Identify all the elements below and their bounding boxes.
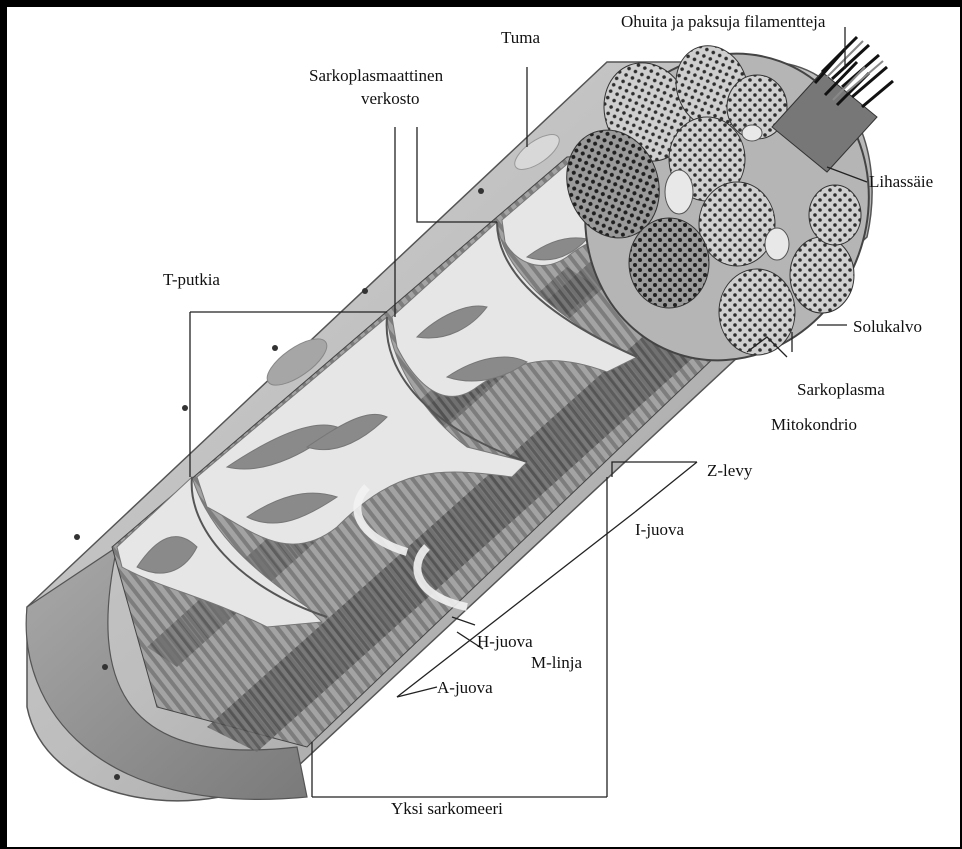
label-filaments: Ohuita ja paksuja filamentteja (621, 12, 826, 31)
label-sarcoplasm: Sarkoplasma (797, 380, 885, 399)
label-nucleus: Tuma (501, 28, 541, 47)
myofibril-section (809, 185, 861, 245)
mitochondrion-section (665, 170, 693, 214)
myofibril-section (719, 269, 795, 355)
label-i-band: I-juova (635, 520, 685, 539)
label-t-tubules: T-putkia (163, 270, 220, 289)
myofibril-section (629, 218, 709, 308)
label-sr-line2: verkosto (361, 89, 420, 108)
label-h-band: H-juova (477, 632, 533, 651)
label-sarcolemma: Solukalvo (853, 317, 922, 336)
mitochondrion-section (742, 125, 762, 141)
label-mitochondrion: Mitokondrio (771, 415, 857, 434)
muscle-fiber-diagram: Ohuita ja paksuja filamentteja Tuma Sark… (7, 7, 960, 847)
label-sarcomere: Yksi sarkomeeri (391, 799, 503, 818)
label-sr-line1: Sarkoplasmaattinen (309, 66, 444, 85)
label-myofibril: Lihassäie (869, 172, 933, 191)
label-z-disc: Z-levy (707, 461, 753, 480)
myofibril-section (790, 237, 854, 313)
label-m-line: M-linja (531, 653, 582, 672)
label-a-band: A-juova (437, 678, 493, 697)
figure-panel: Ohuita ja paksuja filamentteja Tuma Sark… (7, 7, 960, 847)
myofibril-section (699, 182, 775, 266)
mitochondrion-section (765, 228, 789, 260)
